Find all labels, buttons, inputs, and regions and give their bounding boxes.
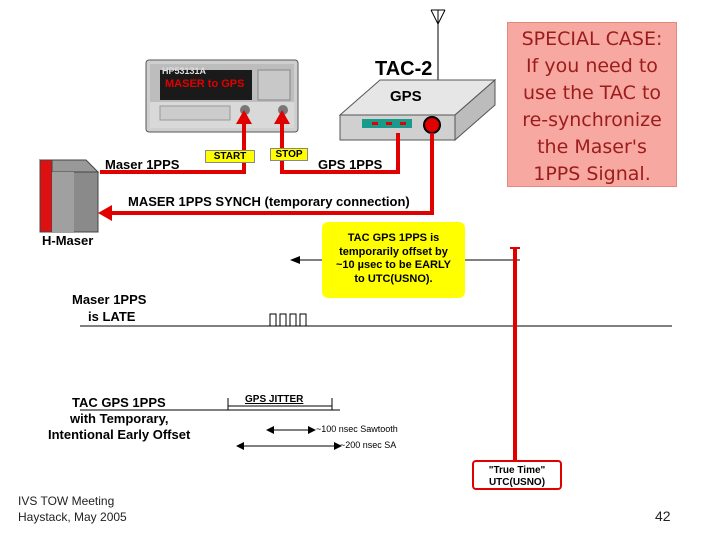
antenna-icon xyxy=(430,9,446,82)
tac-output-connector xyxy=(423,116,441,134)
sa-label: ~200 nsec SA xyxy=(340,440,397,450)
hp-counter xyxy=(145,59,299,133)
offset-line: temporarily offset by xyxy=(339,245,448,258)
counter-display: MASER to GPS xyxy=(165,78,245,90)
special-line: 1PPS Signal. xyxy=(533,163,651,185)
footer-meeting: IVS TOW Meeting xyxy=(18,494,115,508)
special-line: the Maser's xyxy=(537,136,647,158)
hmaser-icon xyxy=(38,159,100,233)
maser-late-label-2: is LATE xyxy=(88,309,136,324)
tac-receiver-box xyxy=(338,78,497,142)
tac-offset-label-3: Intentional Early Offset xyxy=(48,427,191,442)
maser-late-label-1: Maser 1PPS xyxy=(72,292,147,307)
synch-label: MASER 1PPS SYNCH (temporary connection) xyxy=(128,194,410,209)
offset-line: to UTC(USNO). xyxy=(354,272,433,285)
tac-title: TAC-2 xyxy=(375,58,433,80)
true-time-box: "True Time" UTC(USNO) xyxy=(472,460,562,490)
page-number: 42 xyxy=(655,508,671,524)
tac-offset-label-2: with Temporary, xyxy=(70,411,169,426)
maser-pulse-group xyxy=(269,313,312,327)
start-label: START xyxy=(205,150,255,163)
hmaser-label: H-Maser xyxy=(42,233,94,248)
special-line: use the TAC to xyxy=(522,82,662,104)
footer-place: Haystack, May 2005 xyxy=(18,510,127,524)
offset-line: TAC GPS 1PPS is xyxy=(347,232,440,244)
tac-offset-label-1: TAC GPS 1PPS xyxy=(72,395,166,410)
maser-1pps-label: Maser 1PPS xyxy=(105,157,180,172)
true-time-line-2: UTC(USNO) xyxy=(488,477,546,488)
special-line: If you need to xyxy=(526,55,658,77)
tac-gps-label: GPS xyxy=(390,88,422,105)
true-time-line-1: "True Time" xyxy=(488,465,546,476)
gps-1pps-label: GPS 1PPS xyxy=(318,157,383,172)
special-line: SPECIAL CASE: xyxy=(521,28,663,50)
special-line: re-synchronize xyxy=(522,109,662,131)
signal-cables xyxy=(100,122,434,215)
offset-line: ~10 µsec to be EARLY xyxy=(335,259,452,271)
stop-label: STOP xyxy=(270,148,308,161)
sawtooth-label: ~100 nsec Sawtooth xyxy=(316,424,398,434)
gps-jitter-label: GPS JITTER xyxy=(245,394,304,405)
counter-model-label: HP53131A xyxy=(162,66,207,76)
special-case-note: SPECIAL CASE: If you need to use the TAC… xyxy=(507,22,677,187)
offset-note: TAC GPS 1PPS is temporarily offset by ~1… xyxy=(322,222,465,298)
